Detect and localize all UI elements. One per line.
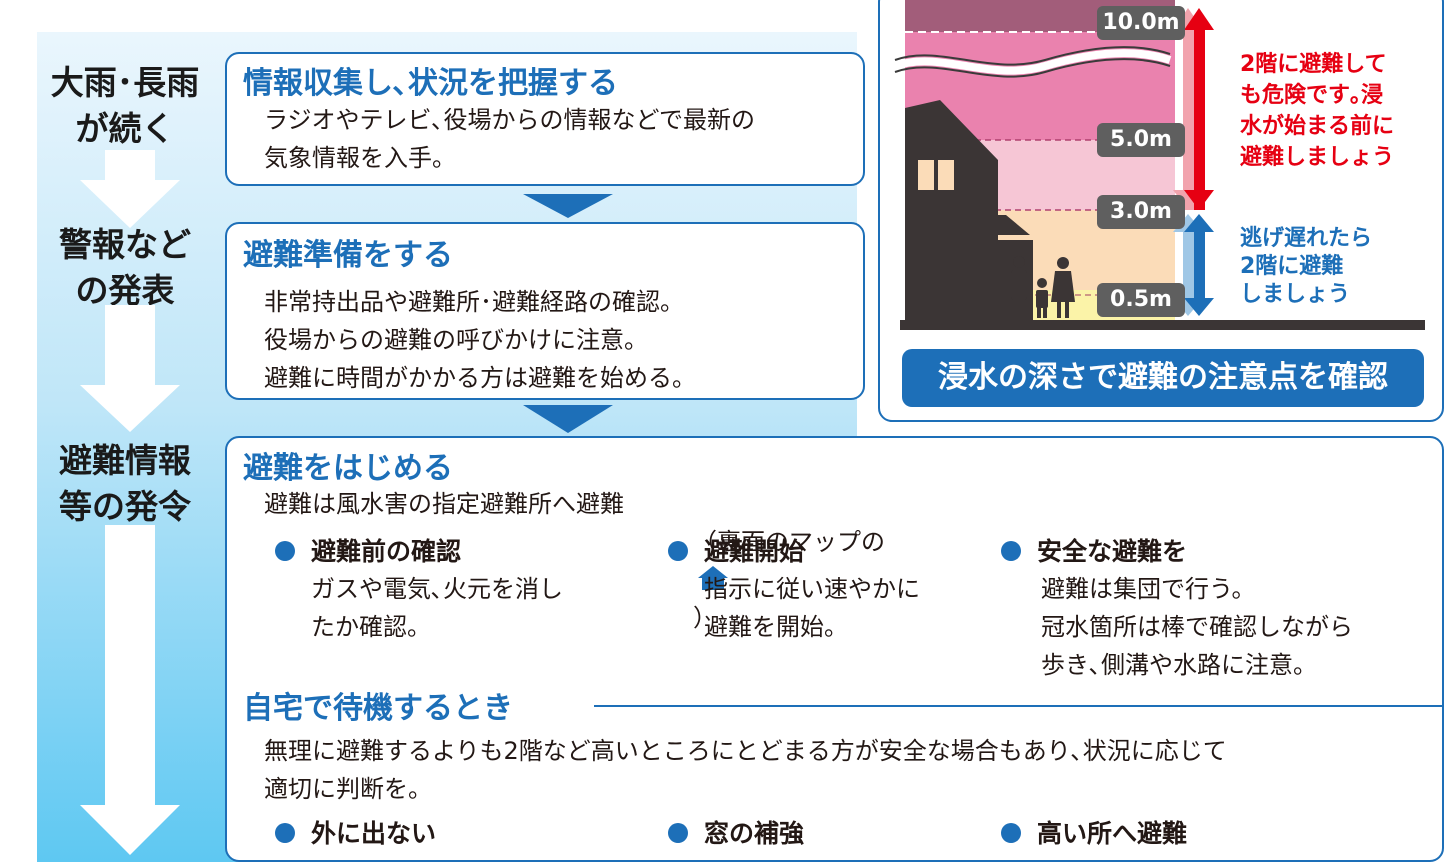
bullet-dot-icon <box>275 541 295 561</box>
depth-tag-10m: 10.0m <box>1097 6 1185 40</box>
step-prepare <box>225 222 865 400</box>
step-info-gathering <box>225 52 865 186</box>
bullet-dot-icon <box>1001 541 1021 561</box>
step-evacuate-title: 避難をはじめる <box>243 451 453 486</box>
shelter-house-icon <box>698 566 728 590</box>
bullet-start-evacuation: 避難開始 <box>668 532 804 568</box>
step-prepare-title: 避難準備をする <box>243 238 453 273</box>
stage-arrow-3-icon <box>80 525 180 855</box>
home-waiting-text: 無理に避難するよりも2階など高いところにとどまる方が安全な場合もあり､状況に応じ… <box>264 737 1227 803</box>
step-evacuate <box>225 436 1444 862</box>
bullet-dot-icon <box>275 823 295 843</box>
depth-tag-3m: 3.0m <box>1097 195 1185 229</box>
home-bullet-move-high: 高い所へ避難 <box>1001 814 1187 850</box>
flood-depth-caption: 浸水の深さで避難の注意点を確認 <box>902 349 1424 407</box>
danger-note: 2階に避難して も危険です｡浸 水が始まる前に 避難しましょう <box>1240 52 1395 170</box>
bullet-dot-icon <box>668 823 688 843</box>
escape-note: 逃げ遅れたら 2階に避難 しましょう <box>1240 226 1373 307</box>
home-waiting-rule <box>594 705 1444 707</box>
step-evacuate-intro-note: （裏面のマップの ） <box>693 528 885 632</box>
bullet-before-evacuation-text: ガスや電気､火元を消し たか確認。 <box>311 575 563 641</box>
bullet-before-evacuation: 避難前の確認 <box>275 532 461 568</box>
home-bullet-stay-inside: 外に出ない <box>275 814 436 850</box>
ground-line <box>900 320 1425 330</box>
step-info-gathering-text: ラジオやテレビ､役場からの情報などで最新の 気象情報を入手。 <box>264 106 756 172</box>
bullet-start-evacuation-text: 指示に従い速やかに 避難を開始。 <box>704 575 920 641</box>
home-waiting-title: 自宅で待機するとき <box>243 691 513 726</box>
family-people-icon <box>1011 256 1075 318</box>
home-bullet-reinforce-windows: 窓の補強 <box>668 814 804 850</box>
stage-arrow-1-icon <box>80 150 180 228</box>
depth-tag-5m: 5.0m <box>1097 123 1185 157</box>
step-info-gathering-title: 情報収集し､状況を把握する <box>243 66 618 101</box>
stage-label-warning: 警報など の発表 <box>59 225 191 310</box>
down-triangle-2-icon <box>523 405 613 433</box>
bullet-dot-icon <box>668 541 688 561</box>
depth-tag-0-5m: 0.5m <box>1097 283 1185 317</box>
down-triangle-1-icon <box>523 194 613 218</box>
house-silhouette-icon <box>905 100 1033 320</box>
bullet-safe-evacuation: 安全な避難を <box>1001 532 1187 568</box>
bullet-dot-icon <box>1001 823 1021 843</box>
stage-label-evacuation-order: 避難情報 等の発令 <box>59 441 191 526</box>
step-evacuate-intro: 避難は風水害の指定避難所へ避難 <box>264 490 624 518</box>
stage-label-heavy-rain: 大雨･長雨 が続く <box>50 63 200 148</box>
step-prepare-text: 非常持出品や避難所･避難経路の確認。 役場からの避難の呼びかけに注意。 避難に時… <box>264 288 696 392</box>
stage-arrow-2-icon <box>80 305 180 432</box>
bullet-safe-evacuation-text: 避難は集団で行う。 冠水箇所は棒で確認しながら 歩き､側溝や水路に注意。 <box>1041 575 1353 679</box>
